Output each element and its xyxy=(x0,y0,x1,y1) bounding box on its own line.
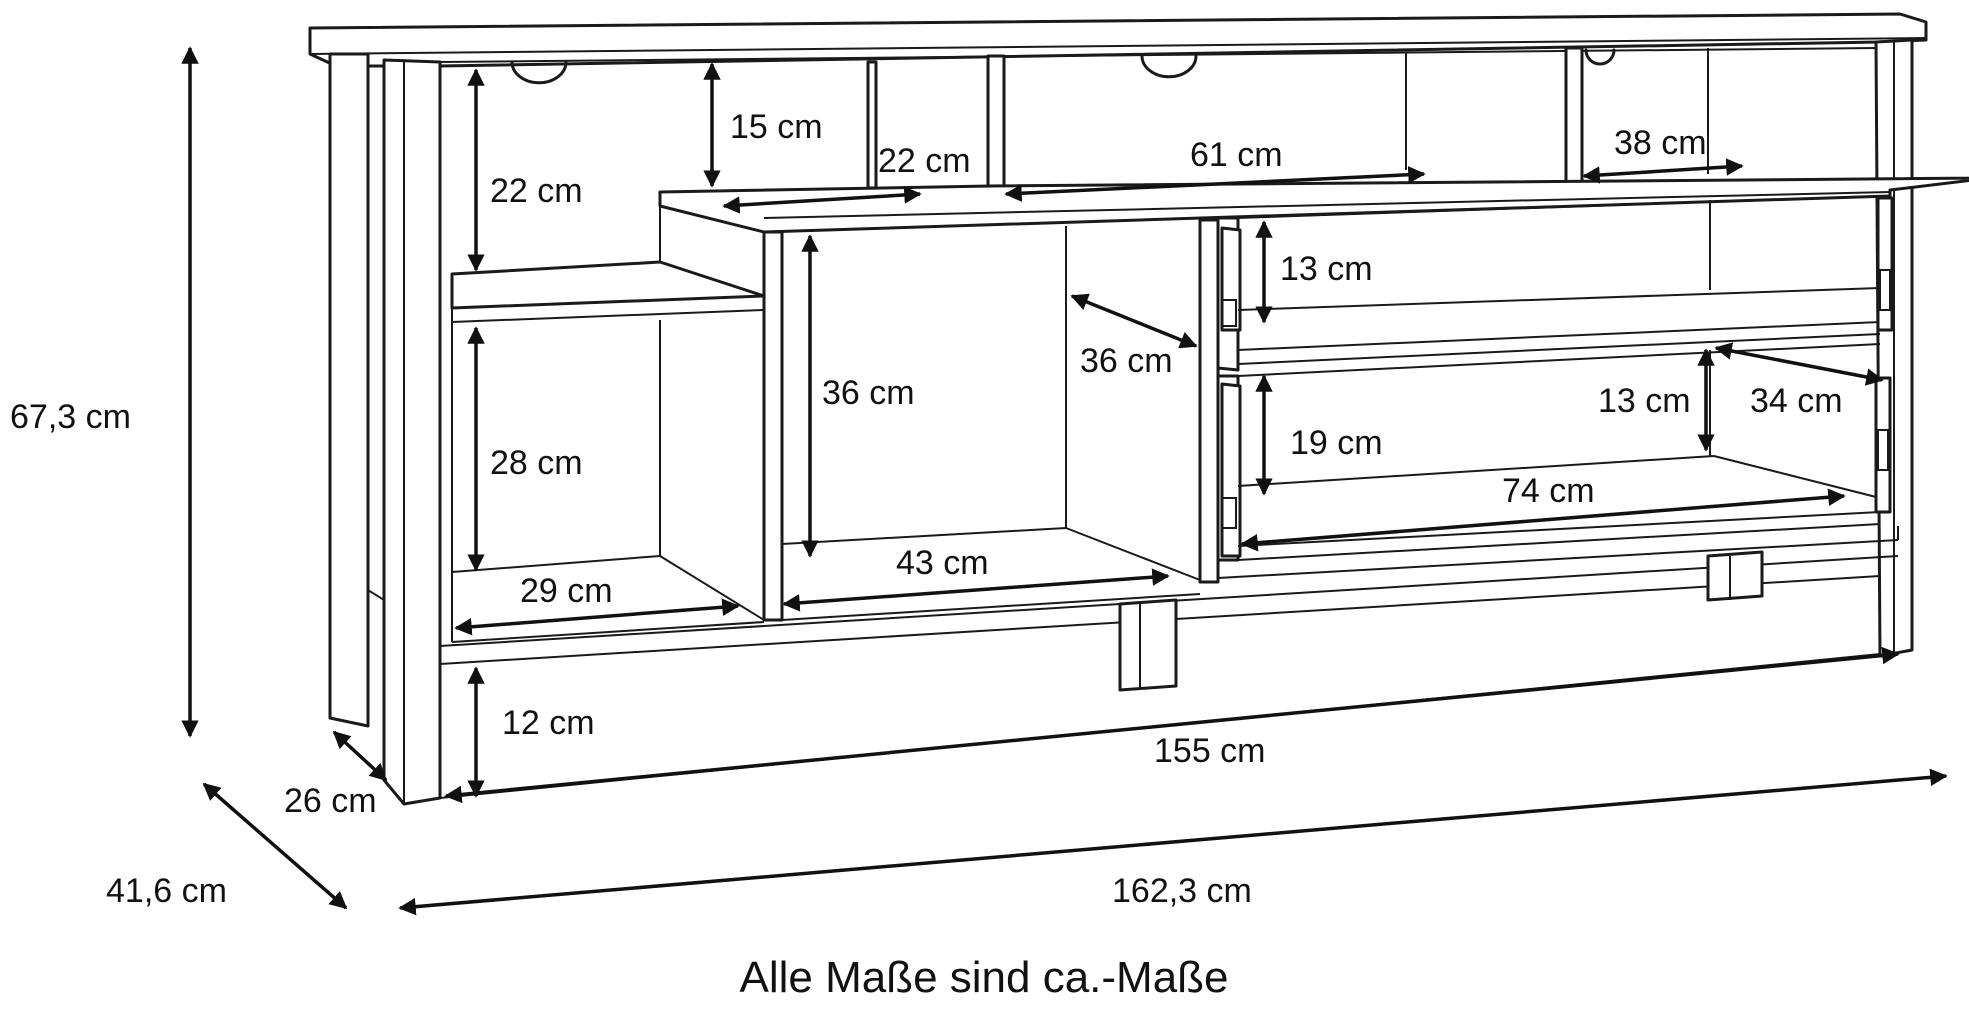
label-drawer-top-h: 13 cm xyxy=(1280,250,1373,288)
divider-top-right xyxy=(1564,46,1584,194)
label-top-step-w: 22 cm xyxy=(878,142,971,180)
label-drawer-bottom-inner-h: 19 cm xyxy=(1290,424,1383,462)
divider-top-center xyxy=(986,54,1006,208)
label-drawer-bottom-h: 13 cm xyxy=(1598,382,1691,420)
lower-drawer-runner-right xyxy=(1874,376,1892,514)
dim-depth-total xyxy=(202,782,348,910)
dim-depth-body xyxy=(332,730,388,782)
label-left-lower-h: 28 cm xyxy=(490,444,583,482)
dim-top-right-w xyxy=(1582,158,1744,184)
rear-foot-right xyxy=(1706,550,1764,602)
upper-drawer-runner-right xyxy=(1876,196,1894,332)
dim-top-mid-w xyxy=(1004,166,1426,202)
caption: Alle Maße sind ca.-Maße xyxy=(739,953,1228,1002)
dim-drawer-d xyxy=(1714,342,1884,386)
label-top-gap-h: 15 cm xyxy=(730,108,823,146)
dim-center-d xyxy=(1070,293,1198,349)
upper-drawer-runner-left xyxy=(1220,226,1242,332)
label-left-lower-w: 29 cm xyxy=(520,572,613,610)
dim-drawer-w xyxy=(1240,488,1846,552)
cable-hole-left xyxy=(510,60,568,85)
center-right-wall xyxy=(1198,218,1220,584)
label-drawer-w: 74 cm xyxy=(1502,472,1595,510)
rear-foot-center xyxy=(1118,598,1178,692)
dim-top-step-w xyxy=(722,186,922,214)
center-left-wall xyxy=(762,230,784,622)
label-center-h: 36 cm xyxy=(822,374,915,412)
label-drawer-d: 34 cm xyxy=(1750,382,1843,420)
cable-hole-center xyxy=(1140,54,1198,79)
label-depth-total: 41,6 cm xyxy=(106,872,227,910)
divider-top-left xyxy=(866,60,878,190)
cable-hole-right xyxy=(1584,48,1616,66)
dim-left-lower-w xyxy=(454,598,740,636)
label-top-right-w: 38 cm xyxy=(1614,124,1707,162)
left-rear-leg xyxy=(328,52,370,728)
label-height-total: 67,3 cm xyxy=(10,398,131,436)
dim-center-w xyxy=(782,568,1170,612)
label-width-body: 155 cm xyxy=(1154,732,1266,770)
label-center-w: 43 cm xyxy=(896,544,989,582)
dimension-lines xyxy=(181,46,1948,916)
dim-width-body xyxy=(444,646,1900,804)
label-left-upper-h: 22 cm xyxy=(490,172,583,210)
label-width-total: 162,3 cm xyxy=(1112,872,1252,910)
sideboard-drawing xyxy=(308,12,1969,806)
dimension-labels: 67,3 cm 41,6 cm 26 cm 162,3 cm 155 cm 12… xyxy=(10,108,1843,910)
label-top-mid-w: 61 cm xyxy=(1190,136,1283,174)
label-center-d: 36 cm xyxy=(1080,342,1173,380)
label-depth-body: 26 cm xyxy=(284,782,377,820)
lower-drawer-runner-left xyxy=(1220,382,1242,558)
label-plinth-height: 12 cm xyxy=(502,704,595,742)
left-side-panel xyxy=(382,58,442,806)
left-shelf xyxy=(450,260,766,310)
